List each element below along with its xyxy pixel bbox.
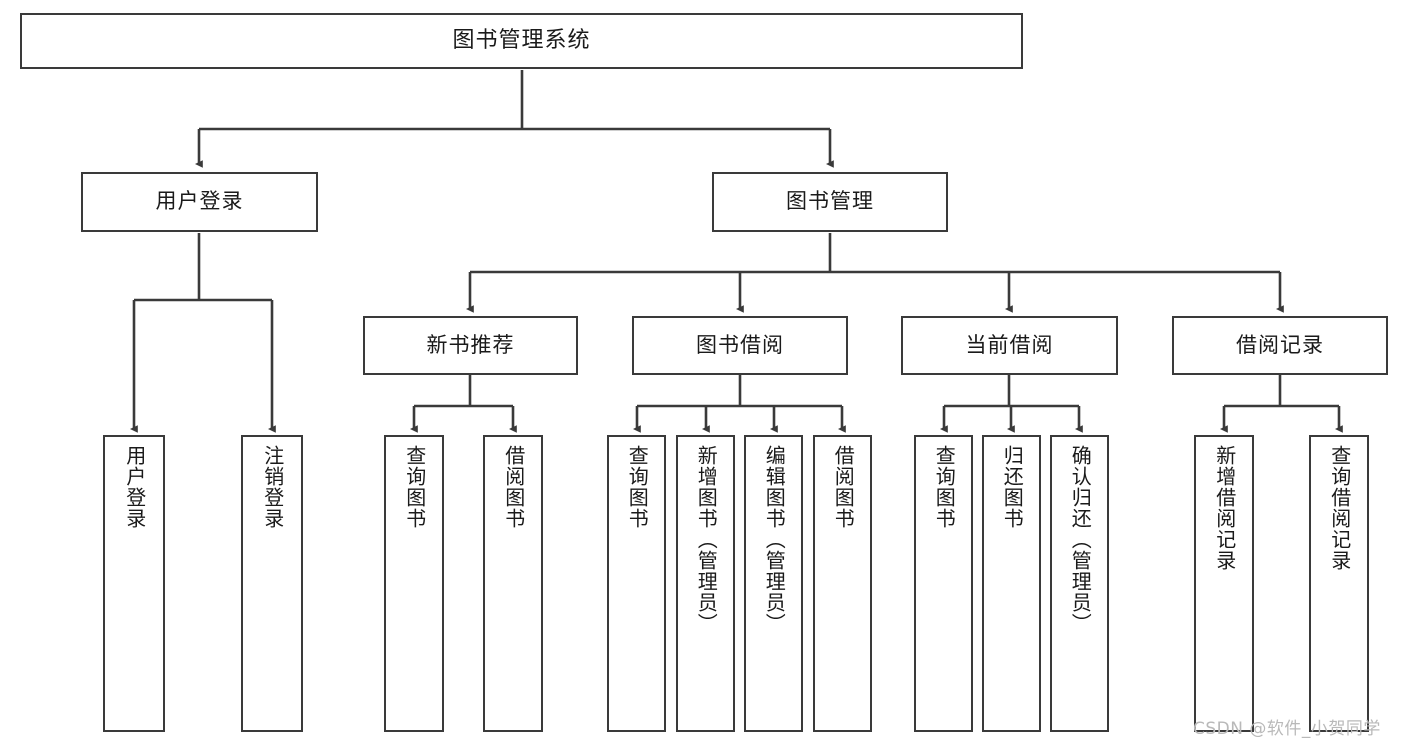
node-label: 归还图书 — [1000, 445, 1025, 529]
node-book-borrow[interactable]: 图书借阅 — [632, 316, 848, 375]
leaf-user-login[interactable]: 用户登录 — [103, 435, 165, 732]
node-label: 新书推荐 — [426, 332, 515, 357]
node-label: 图书借阅 — [696, 332, 784, 357]
leaf-add-borrow-record[interactable]: 新增借阅记录 — [1194, 435, 1254, 732]
leaf-return-books[interactable]: 归还图书 — [982, 435, 1041, 732]
leaf-add-book-admin[interactable]: 新增图书（管理员） — [676, 435, 735, 732]
node-label: 查询借阅记录 — [1327, 445, 1352, 571]
node-label: 用户登录 — [122, 445, 147, 529]
node-user-login[interactable]: 用户登录 — [81, 172, 318, 232]
node-label: 借阅记录 — [1236, 332, 1324, 357]
node-label: 图书管理系统 — [452, 27, 591, 53]
leaf-query-books-recommend[interactable]: 查询图书 — [384, 435, 444, 732]
leaf-borrow-books-recommend[interactable]: 借阅图书 — [483, 435, 543, 732]
node-label: 借阅图书 — [831, 445, 856, 529]
node-label: 当前借阅 — [965, 332, 1054, 357]
node-current-borrow[interactable]: 当前借阅 — [901, 316, 1118, 375]
leaf-query-books-current[interactable]: 查询图书 — [914, 435, 973, 732]
node-book-management[interactable]: 图书管理 — [712, 172, 948, 232]
node-root-system[interactable]: 图书管理系统 — [20, 13, 1023, 69]
node-label: 编辑图书（管理员） — [762, 445, 787, 634]
leaf-edit-book-admin[interactable]: 编辑图书（管理员） — [744, 435, 803, 732]
node-label: 借阅图书 — [501, 445, 526, 529]
node-label: 用户登录 — [155, 189, 244, 214]
node-label: 确认归还（管理员） — [1068, 445, 1093, 634]
node-label: 图书管理 — [786, 189, 874, 214]
node-label: 查询图书 — [402, 445, 427, 529]
watermark-csdn: CSDN @软件_小贺同学 — [1193, 719, 1381, 739]
leaf-confirm-return-admin[interactable]: 确认归还（管理员） — [1050, 435, 1109, 732]
leaf-query-books-borrow[interactable]: 查询图书 — [607, 435, 666, 732]
node-label: 新增借阅记录 — [1212, 445, 1237, 571]
node-label: 新增图书（管理员） — [694, 445, 719, 634]
node-label: 查询图书 — [625, 445, 650, 529]
node-label: 注销登录 — [260, 445, 285, 529]
leaf-query-borrow-record[interactable]: 查询借阅记录 — [1309, 435, 1369, 732]
leaf-logout[interactable]: 注销登录 — [241, 435, 303, 732]
node-new-book-recommend[interactable]: 新书推荐 — [363, 316, 578, 375]
node-borrow-records[interactable]: 借阅记录 — [1172, 316, 1388, 375]
node-label: 查询图书 — [932, 445, 957, 529]
leaf-borrow-books[interactable]: 借阅图书 — [813, 435, 872, 732]
